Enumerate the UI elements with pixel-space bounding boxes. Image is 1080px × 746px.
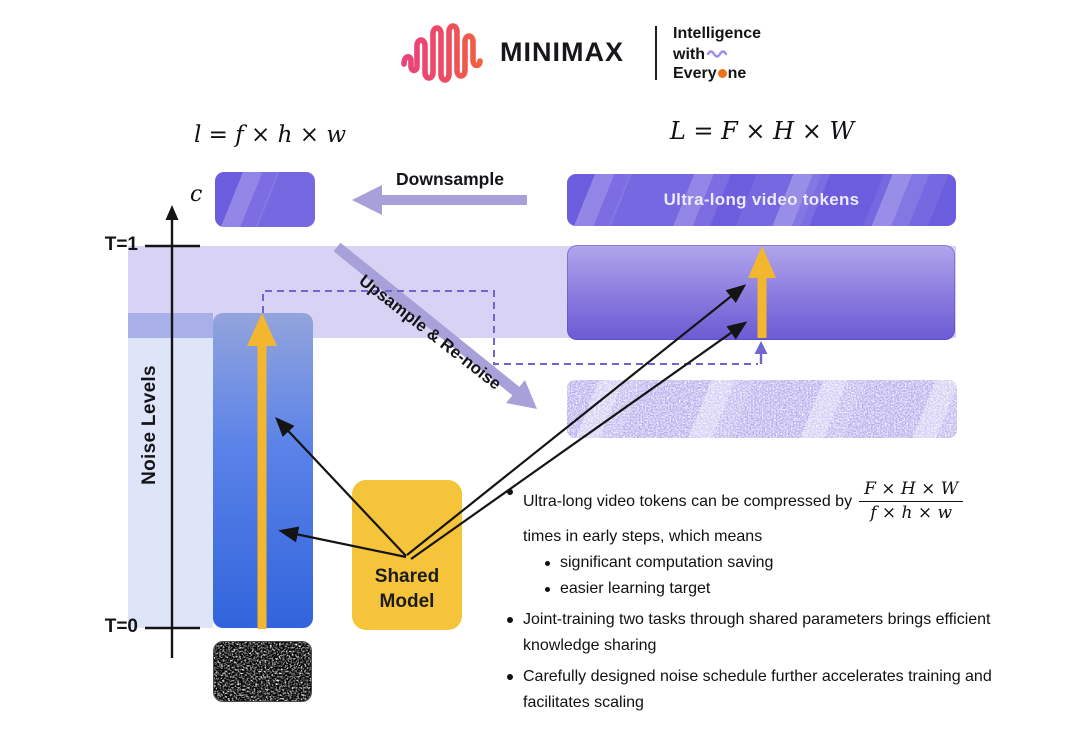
bullet1-text-pre: Ultra-long video tokens can be compresse…: [523, 492, 853, 510]
orange-dot-icon: [717, 69, 727, 78]
bullet-dot-icon: [507, 674, 513, 680]
bullet2-text: Joint-training two tasks through shared …: [523, 611, 991, 654]
sub-bullet-dot-icon: [545, 587, 550, 592]
list-item: easier learning target: [505, 576, 1025, 602]
small-latent-formula: l = f × h × w: [193, 122, 347, 148]
large-latent-formula: L = F × H × W: [669, 117, 855, 145]
bullet1-text-post: times in early steps, which means: [523, 528, 763, 545]
compression-ratio-fraction: F × H × W f × h × w: [859, 479, 964, 524]
fraction-numerator: F × H × W: [859, 479, 964, 502]
tagline-line3-post: ne: [727, 65, 747, 82]
short-video-denoise-bar: [213, 313, 313, 628]
fraction-denominator: f × h × w: [870, 503, 953, 523]
t1-label: T=1: [104, 234, 138, 255]
list-item: Carefully designed noise schedule furthe…: [505, 664, 1025, 716]
sub-bullet2-text: easier learning target: [560, 580, 711, 597]
high-noise-latent-box: [567, 245, 955, 340]
sub-bullet1-text: significant computation saving: [560, 554, 774, 571]
minimax-waveform-icon: [401, 23, 483, 83]
list-item: Ultra-long video tokens can be compresse…: [505, 479, 1025, 550]
bullet-dot-icon: [507, 617, 513, 623]
tagline-line3-pre: Every: [673, 65, 717, 82]
axis-arrowhead-icon: [165, 205, 179, 220]
ultra-long-token-label: Ultra-long video tokens: [663, 190, 860, 209]
compressed-token-box: [215, 172, 315, 227]
list-item: significant computation saving: [505, 550, 1025, 576]
shared-model-box: Shared Model: [352, 480, 462, 630]
logo-divider: [655, 26, 657, 80]
noisy-token-box: [567, 380, 957, 438]
band-overlap-strip: [128, 313, 213, 338]
squiggle-icon: [706, 44, 729, 64]
list-item: Joint-training two tasks through shared …: [505, 607, 1025, 659]
sub-bullet-dot-icon: [545, 561, 550, 566]
short-video-column: [128, 338, 213, 628]
bullet3-text: Carefully designed noise schedule furthe…: [523, 668, 992, 711]
renoise-arrowhead-icon: [754, 341, 768, 354]
bullet-dot-icon: [507, 489, 513, 495]
t0-label: T=0: [104, 616, 138, 637]
noise-levels-axis-label: Noise Levels: [139, 365, 160, 485]
gaussian-noise-box: [213, 641, 312, 702]
ultra-long-token-box: Ultra-long video tokens: [567, 174, 956, 226]
tagline-line1: Intelligence: [673, 25, 762, 42]
shared-model-label-line2: Model: [379, 591, 435, 612]
downsample-label: Downsample: [396, 169, 504, 189]
tagline-line2: with: [673, 45, 705, 63]
brand-wordmark: MINIMAX: [500, 37, 624, 67]
notes-list: Ultra-long video tokens can be compresse…: [505, 479, 1025, 716]
channel-label: c: [190, 182, 203, 207]
shared-model-label-line1: Shared: [374, 566, 440, 587]
downsample-arrowhead-icon: [352, 185, 382, 215]
